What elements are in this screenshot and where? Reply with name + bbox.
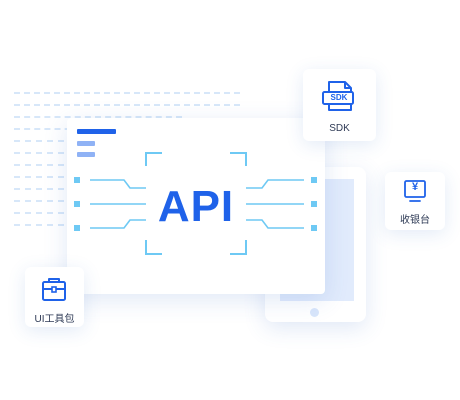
main-window-panel (67, 118, 325, 294)
chip-corner-bottom-right (230, 240, 247, 255)
sdk-label: SDK (329, 123, 350, 134)
window-bar-primary (77, 129, 116, 134)
chip-corner-top-right (230, 152, 247, 166)
left-connector-lines (90, 179, 146, 229)
right-connector-lines (246, 179, 304, 229)
sdk-tile: SDK SDK (303, 69, 376, 141)
chip-corner-bottom-left (145, 240, 162, 255)
cashier-icon (404, 180, 426, 202)
window-bar-tertiary (77, 152, 95, 157)
cashier-label: 收银台 (400, 215, 430, 226)
tablet-home-button (310, 308, 319, 317)
ui-toolkit-tile: UI工具包 (25, 267, 84, 327)
ui-toolkit-label: UI工具包 (34, 314, 75, 325)
right-connector-dots (311, 177, 317, 231)
sdk-icon-badge: SDK (330, 93, 348, 102)
window-bar-secondary (77, 141, 95, 146)
yuan-symbol: ¥ (411, 181, 419, 193)
left-connector-dots (74, 177, 80, 231)
chip-corner-top-left (145, 152, 162, 166)
toolbox-icon (42, 278, 66, 301)
sdk-document-icon (322, 81, 354, 111)
cashier-tile: ¥ 收银台 (385, 172, 445, 230)
api-label: API (157, 182, 235, 231)
